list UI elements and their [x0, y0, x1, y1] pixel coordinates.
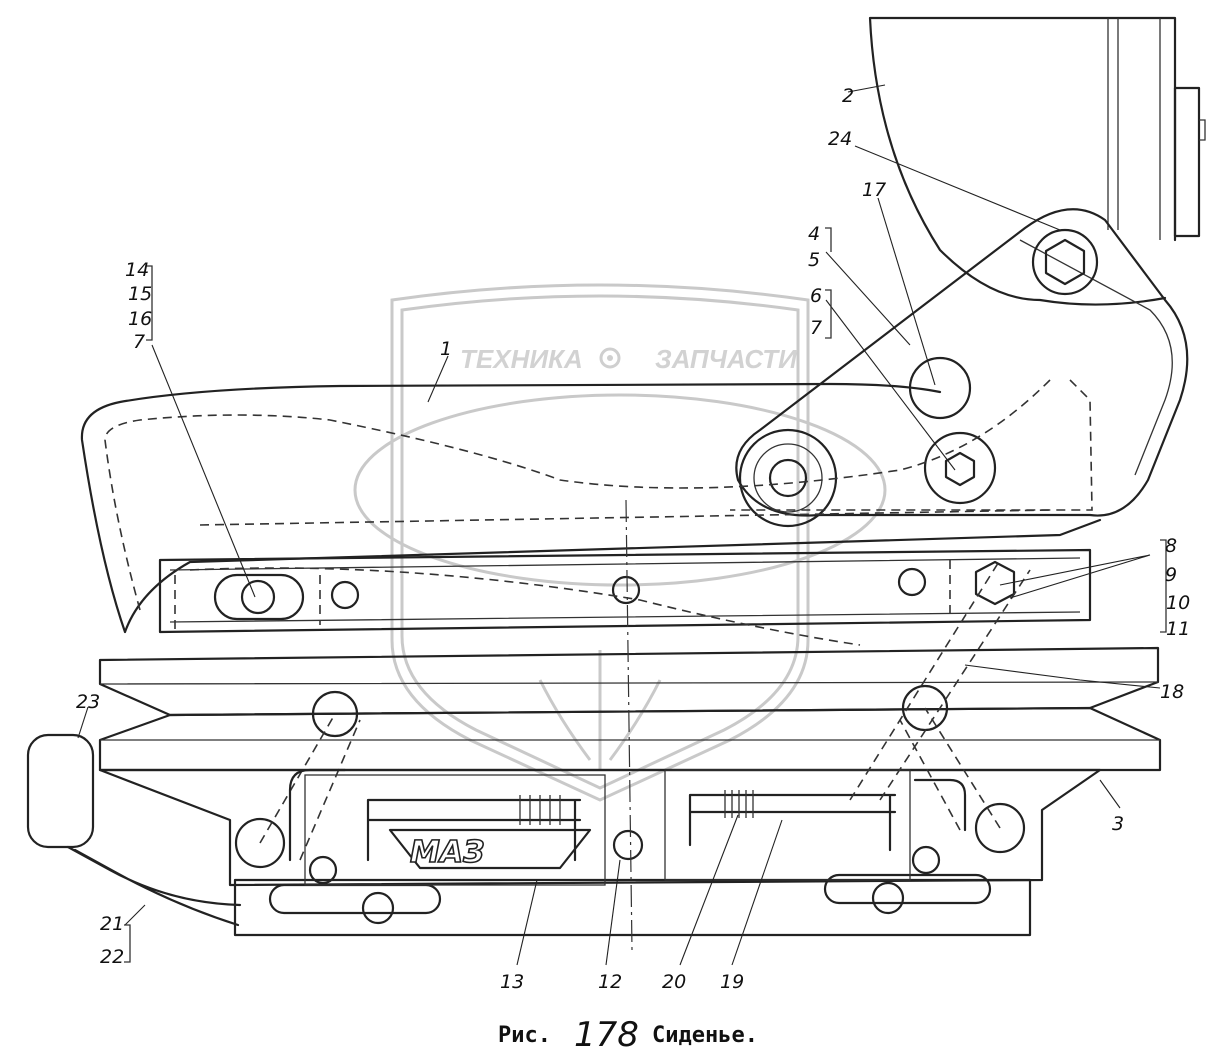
label-7-hinge: 7	[810, 317, 822, 339]
label-2: 2	[842, 85, 854, 107]
label-15: 15	[128, 283, 152, 305]
maz-emblem-text: МАЗ	[410, 835, 484, 870]
leader-lines	[77, 84, 1167, 966]
maz-emblem: МАЗ	[388, 828, 592, 871]
label-17: 17	[862, 179, 886, 201]
watermark-left-word: ТЕХНИКА	[460, 344, 583, 374]
part-labels: 1 2 3 4 5 6 7 7 8 9 10 11 12 13 14 15 16…	[76, 85, 1190, 993]
backrest	[868, 16, 1206, 306]
watermark: ТЕХНИКА ЗАПЧАСТИ	[353, 283, 887, 802]
label-9: 9	[1165, 564, 1177, 586]
label-18: 18	[1160, 681, 1184, 703]
label-23: 23	[76, 691, 100, 713]
suspension-base: МАЗ	[98, 559, 1102, 937]
label-14: 14	[125, 259, 149, 281]
label-21: 21	[100, 913, 124, 935]
seat-cushion	[80, 379, 1102, 634]
label-22: 22	[100, 946, 124, 968]
label-20: 20	[662, 971, 686, 993]
label-1: 1	[440, 338, 452, 360]
gear-icon	[599, 347, 621, 369]
wheat-emblem-icon	[538, 650, 662, 770]
label-10: 10	[1166, 592, 1190, 614]
label-4: 4	[808, 223, 820, 245]
label-11: 11	[1166, 618, 1190, 640]
hinge-bracket	[735, 208, 1189, 528]
caption-prefix: Рис.	[498, 1023, 551, 1048]
watermark-right-word: ЗАПЧАСТИ	[655, 344, 798, 374]
bellows-cover	[98, 646, 1162, 772]
label-16: 16	[128, 308, 152, 330]
caption-title: Сиденье.	[652, 1023, 758, 1048]
figure-caption: Рис. 178 Сиденье.	[498, 1015, 758, 1055]
label-19: 19	[720, 971, 744, 993]
label-24: 24	[828, 128, 852, 150]
label-13: 13	[500, 971, 524, 993]
label-8: 8	[1165, 535, 1177, 557]
caption-number: 178	[574, 1015, 639, 1055]
centre-line	[625, 499, 633, 951]
label-12: 12	[598, 971, 622, 993]
label-6: 6	[810, 285, 822, 307]
label-7-frame: 7	[133, 331, 145, 353]
slide-frame	[158, 548, 1092, 646]
label-3: 3	[1112, 813, 1124, 835]
label-5: 5	[808, 249, 820, 271]
adjust-lever	[26, 733, 242, 927]
